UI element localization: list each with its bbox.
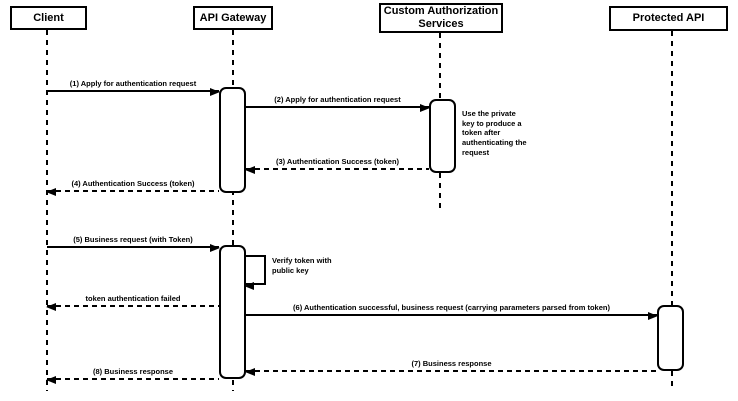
message-1-label: (1) Apply for authentication request xyxy=(69,79,197,88)
arrowhead-left-icon xyxy=(244,282,254,290)
activation-api-gateway-business xyxy=(219,245,246,379)
actor-api-gateway-label: API Gateway xyxy=(199,11,267,24)
message-6-authentication-successful-business-request: (6) Authentication successful, business … xyxy=(246,303,658,320)
message-6-line xyxy=(246,314,657,316)
message-1-apply-authentication: (1) Apply for authentication request xyxy=(47,79,220,96)
note-use-private-key: Use the private key to produce a token a… xyxy=(462,109,527,157)
arrowhead-right-icon xyxy=(210,243,220,252)
actor-protected-api-label: Protected API xyxy=(632,12,705,24)
message-8-business-response: (8) Business response xyxy=(46,367,219,384)
arrowhead-right-icon xyxy=(648,311,658,320)
actor-custom-authorization-services-label: Custom Authorization Services xyxy=(383,5,499,30)
message-1-line xyxy=(47,90,219,92)
message-2-line xyxy=(246,106,429,108)
message-4-label: (4) Authentication Success (token) xyxy=(71,179,195,188)
message-2-label: (2) Apply for authentication request xyxy=(274,95,401,104)
self-message-verify-token xyxy=(244,255,266,290)
arrowhead-right-icon xyxy=(210,87,220,96)
actor-protected-api: Protected API xyxy=(609,6,728,31)
arrowhead-left-icon xyxy=(245,165,255,174)
message-6-label: (6) Authentication successful, business … xyxy=(293,303,610,312)
actor-custom-authorization-services: Custom Authorization Services xyxy=(379,3,503,33)
message-8-label: (8) Business response xyxy=(92,367,174,376)
message-5-label: (5) Business request (with Token) xyxy=(73,235,193,244)
message-8-line xyxy=(47,378,219,380)
message-7-label: (7) Business response xyxy=(411,359,492,368)
arrowhead-left-icon xyxy=(46,187,56,196)
message-4-line xyxy=(47,190,219,192)
message-token-authentication-failed: token authentication failed xyxy=(46,294,219,311)
message-5-line xyxy=(47,246,219,248)
activation-protected-api xyxy=(657,305,684,371)
activation-custom-authorization-services xyxy=(429,99,456,173)
arrowhead-right-icon xyxy=(420,103,430,112)
arrowhead-left-icon xyxy=(245,367,255,376)
lifeline-client xyxy=(46,30,48,391)
message-5-business-request: (5) Business request (with Token) xyxy=(47,235,220,252)
arrowhead-left-icon xyxy=(46,375,56,384)
message-2-apply-authentication: (2) Apply for authentication request xyxy=(246,95,430,112)
self-message-verify-token-label: Verify token with public key xyxy=(272,256,332,275)
arrowhead-left-icon xyxy=(46,302,56,311)
activation-api-gateway-auth xyxy=(219,87,246,193)
message-failed-label: token authentication failed xyxy=(85,294,181,303)
message-3-line xyxy=(246,168,429,170)
lifeline-api-gateway xyxy=(232,30,234,391)
actor-client: Client xyxy=(10,6,87,30)
message-7-business-response: (7) Business response xyxy=(245,359,657,376)
lifeline-protected-api xyxy=(671,31,673,391)
message-7-line xyxy=(246,370,657,372)
actor-client-label: Client xyxy=(33,11,64,24)
message-3-label: (3) Authentication Success (token) xyxy=(275,157,400,166)
message-3-authentication-success: (3) Authentication Success (token) xyxy=(245,157,429,174)
message-4-authentication-success: (4) Authentication Success (token) xyxy=(46,179,219,196)
actor-api-gateway: API Gateway xyxy=(193,6,273,30)
message-failed-line xyxy=(47,305,219,307)
